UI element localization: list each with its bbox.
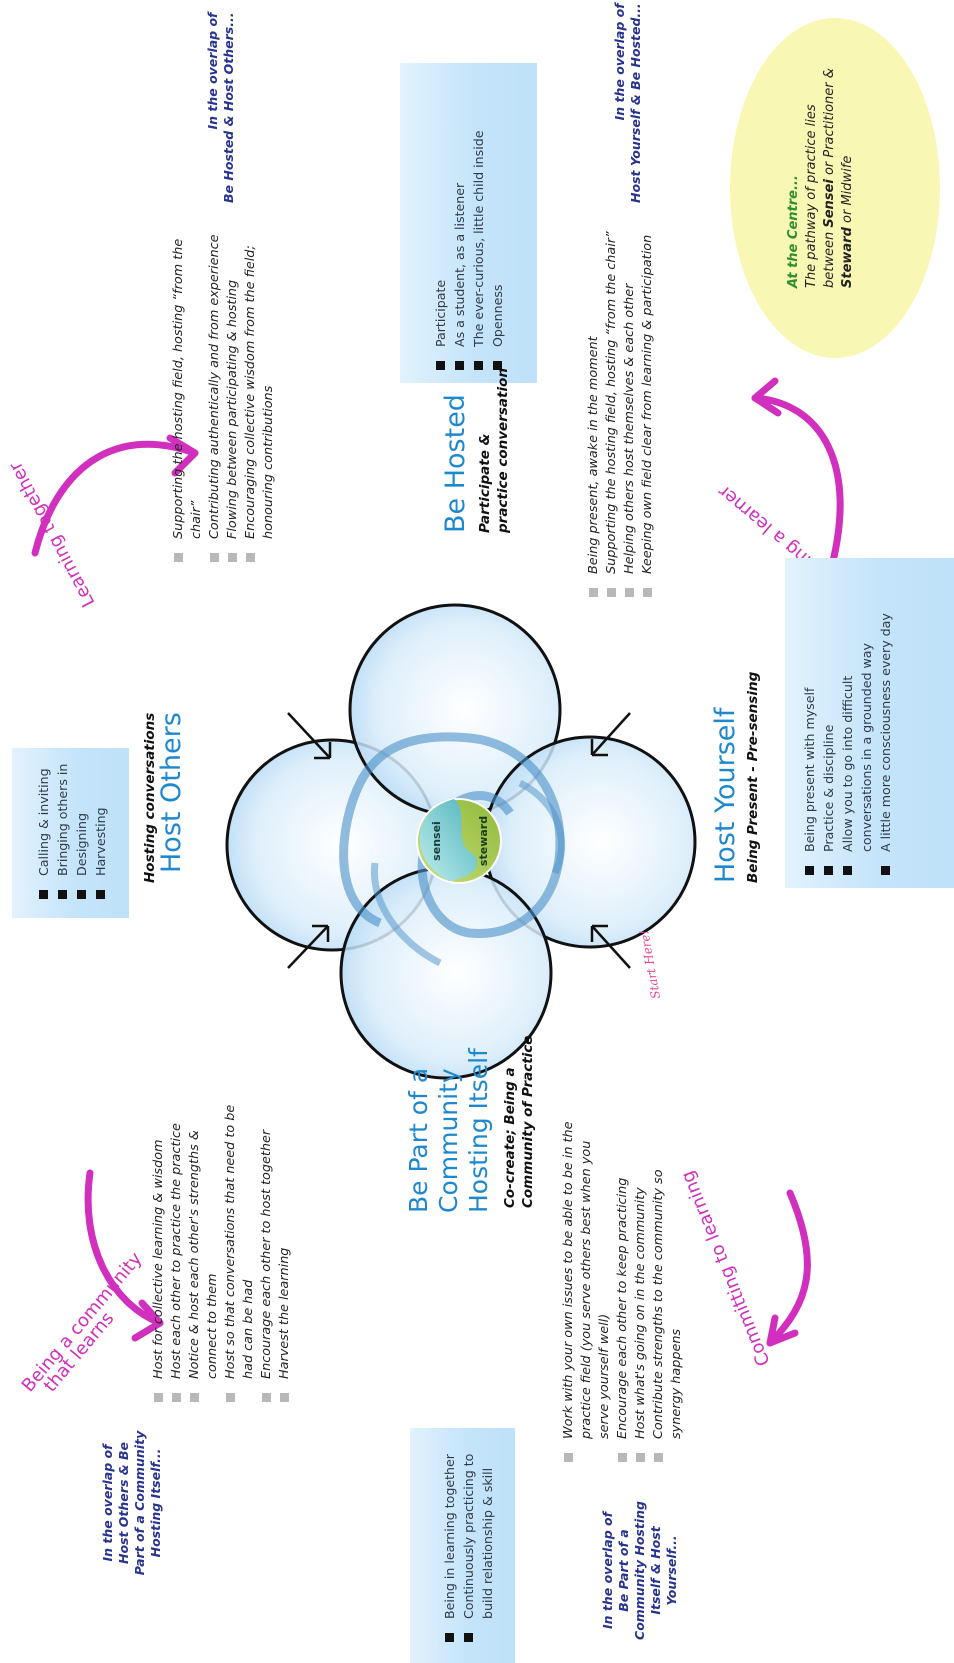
label-learning-together: Learning together [5, 458, 100, 611]
list-item: Encourage each other to host together [258, 1093, 276, 1403]
list-item: The ever-curious, little child inside [469, 63, 488, 371]
overlap-c-hy-list: Work with your own issues to be able to … [560, 1118, 686, 1463]
list-item: Host so that conversations that need to … [222, 1093, 258, 1403]
list-item: Host for collective learning & wisdom [150, 1093, 168, 1403]
list-item: Designing [72, 748, 91, 900]
overlap-ho-c-list: Host for collective learning & wisdom Ho… [150, 1093, 294, 1403]
overlap-ho-bh-list: Supporting the hosting field, hosting “f… [170, 233, 278, 563]
list-item: Participate [431, 63, 450, 371]
host-yourself-subtitle: Being Present - Pre-sensing [745, 671, 761, 883]
list-item: Calling & inviting [34, 748, 53, 900]
overlap-ho-c-label: In the overlap of Host Others & Be Part … [100, 1428, 164, 1578]
community-box: Being in learning together Continuously … [410, 1428, 515, 1663]
centre-text-block: At the Centre... The pathway of practice… [785, 58, 857, 288]
label-community-learns-1: Being a community [18, 1248, 147, 1396]
list-item: Helping others host themselves & each ot… [621, 228, 639, 598]
community-subtitle-2: Community of Practice [520, 1035, 536, 1208]
list-item: As a student, as a listener [450, 63, 469, 371]
list-item: Allow you to go into difficult conversat… [838, 586, 876, 876]
overlap-label-line: In the overlap of [205, 12, 220, 130]
be-hosted-title: Be Hosted [440, 394, 471, 533]
centre-sensei: Sensei [822, 179, 837, 228]
overlap-hy-bh-list: Being present, awake in the moment Suppo… [585, 228, 657, 598]
list-item: Work with your own issues to be able to … [560, 1118, 614, 1463]
list-item: Bringing others in [53, 748, 72, 900]
list-item: Encouraging collective wisdom from the f… [242, 233, 278, 563]
community-title-1: Be Part of a [404, 1067, 433, 1213]
ball-label-sensei: sensei [430, 821, 443, 861]
overlap-label-line: In the overlap of [600, 1511, 615, 1630]
overlap-label-line: Be Part of a [616, 1529, 631, 1612]
overlap-label-line: Host Others & Be [116, 1442, 131, 1565]
sensei-steward-ball [416, 798, 502, 884]
list-item: Flowing between participating & hosting [224, 233, 242, 563]
be-hosted-subtitle-1: Participate & [477, 433, 493, 533]
list-item: Notice & host each other's strengths & c… [186, 1093, 222, 1403]
list-item: Practice & discipline [819, 586, 838, 876]
list-item: Contribute strengths to the community so… [650, 1118, 686, 1463]
overlap-label-line: Hosting Itself... [148, 1448, 163, 1558]
overlap-label-line: In the overlap of [612, 3, 627, 121]
list-item: A little more consciousness every day [876, 586, 895, 876]
centre-text-post: or Midwife [840, 155, 855, 228]
list-item: Keeping own field clear from learning & … [639, 228, 657, 598]
be-hosted-subtitle-2: practice conversation [495, 368, 511, 533]
host-others-title: Host Others [156, 712, 187, 873]
list-item: Continuously practicing to build relatio… [459, 1448, 497, 1643]
overlap-c-hy-label: In the overlap of Be Part of a Community… [600, 1493, 680, 1648]
list-item: Being present, awake in the moment [585, 228, 603, 598]
list-item: Being present with myself [800, 586, 819, 876]
community-title-2: Community [434, 1068, 463, 1213]
list-item: Supporting the hosting field, hosting “f… [603, 228, 621, 598]
community-subtitle-1: Co-create; Being a [502, 1067, 518, 1208]
overlap-label-line: Host Yourself & Be Hosted... [628, 3, 643, 203]
list-item: Encourage each other to keep practicing [614, 1118, 632, 1463]
overlap-label-line: Itself & Host Yourself... [648, 1526, 679, 1615]
label-committing-to-learning: Committing to learning [677, 1168, 775, 1369]
start-here-label: Start Here! [637, 929, 663, 1000]
host-yourself-title: Host Yourself [710, 707, 741, 883]
overlap-label-line: Community Hosting [632, 1501, 647, 1640]
overlap-ho-bh-label: In the overlap of Be Hosted & Host Other… [205, 13, 237, 204]
centre-text: The pathway of practice lies between Sen… [803, 58, 857, 288]
be-hosted-box: Participate As a student, as a listener … [400, 63, 537, 383]
list-item: Supporting the hosting field, hosting “f… [170, 233, 206, 563]
centre-steward: Steward [840, 227, 855, 288]
centre-label: At the Centre... [786, 175, 801, 288]
list-item: Host what's going on in the community [632, 1118, 650, 1463]
list-item: Openness [488, 63, 507, 371]
list-item: Being in learning together [440, 1448, 459, 1643]
spiral-tail [370, 779, 566, 967]
community-title-3: Hosting Itself [464, 1048, 493, 1213]
host-yourself-box: Being present with myself Practice & dis… [785, 558, 954, 888]
centre-ellipse: At the Centre... The pathway of practice… [730, 18, 940, 358]
overlap-label-line: Be Hosted & Host Others... [221, 12, 236, 204]
overlap-hy-bh-label: In the overlap of Host Yourself & Be Hos… [612, 3, 644, 203]
list-item: Harvesting [91, 748, 110, 900]
list-item: Contributing authentically and from expe… [206, 233, 224, 563]
ball-label-steward: steward [477, 816, 490, 866]
overlap-label-line: In the overlap of [100, 1444, 115, 1562]
host-others-box: Calling & inviting Bringing others in De… [12, 748, 129, 918]
overlap-label-line: Part of a Community [132, 1430, 147, 1576]
centre-text-mid: or Practitioner & [822, 68, 837, 180]
list-item: Host each other to practice the practice [168, 1093, 186, 1403]
list-item: Harvest the learning [276, 1093, 294, 1403]
inward-arrows [287, 712, 631, 969]
